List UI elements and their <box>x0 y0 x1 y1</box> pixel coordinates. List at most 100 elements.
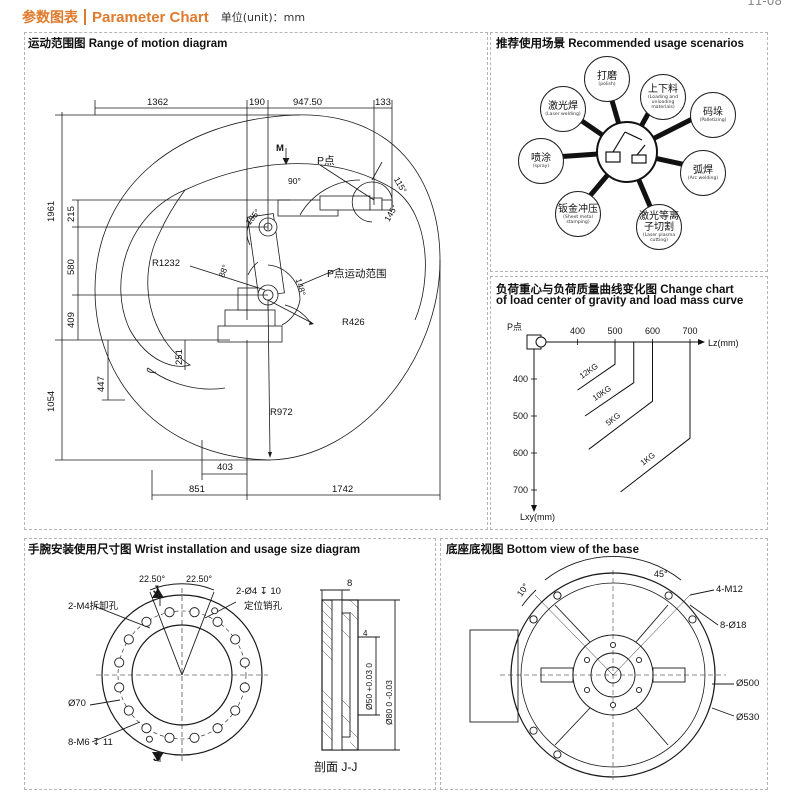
base-bolt-hole <box>529 726 538 735</box>
x-tick-label: 500 <box>607 326 622 336</box>
y-tick-label: 600 <box>513 448 528 458</box>
scenario-arc-welding: 弧焊(Arc welding) <box>680 150 726 196</box>
wrist-bolt-hole <box>189 607 200 618</box>
dim-190: 190 <box>249 97 265 108</box>
load-x-axis-label: Lz(mm) <box>708 338 739 348</box>
dim-947-50: 947.50 <box>293 97 323 108</box>
robot-hub <box>596 121 658 183</box>
wrist-d70-label: Ø70 <box>68 698 86 709</box>
wrist-bolt-hole <box>141 616 152 627</box>
wrist-outer-circle <box>101 594 263 756</box>
wrist-bolt-hole <box>123 634 134 645</box>
wrist-panel <box>24 538 436 790</box>
section-dim-4: 4 <box>363 629 368 638</box>
load-title-1: 负荷重心与负荷质量曲线变化图 Change chart <box>496 284 734 296</box>
wrist-bolt-hole <box>189 732 200 743</box>
base-d500-label: Ø500 <box>736 678 760 689</box>
label-p-point: P点 <box>317 155 335 167</box>
wrist-pin-hole <box>145 735 153 743</box>
series-line-12KG <box>577 342 616 391</box>
label-p-range: P点运动范围 <box>327 268 387 280</box>
wrist-bolt-hole <box>114 657 125 668</box>
base-m12-label: 4-M12 <box>716 584 743 595</box>
inner-envelope <box>120 189 191 367</box>
dim-403: 403 <box>217 462 233 473</box>
x-tick-label: 600 <box>645 326 660 336</box>
wrist-bolt-hole <box>212 616 223 627</box>
wrist-bolt-hole <box>123 705 134 716</box>
load-p-label: P点 <box>507 322 523 332</box>
base-inner-hole <box>583 686 591 694</box>
y-axis-arrow <box>531 505 537 512</box>
x-tick-label: 400 <box>570 326 585 336</box>
series-line-1KG <box>620 342 691 493</box>
base-inner-hole <box>635 686 643 694</box>
wrist-bolt-hole <box>230 634 241 645</box>
base-bolt-hole <box>553 591 562 600</box>
load-y-axis-label: Lxy(mm) <box>520 512 555 522</box>
base-inner-hole <box>583 656 591 664</box>
x-tick-label: 700 <box>682 326 697 336</box>
wrist-j-top: J <box>153 584 160 596</box>
wrist-bolt-hole <box>239 682 250 693</box>
wrist-bolt-hole <box>141 723 152 734</box>
wrist-angle-2: 22.50° <box>186 574 213 584</box>
wrist-m6-label: 8-M6 ↧ 11 <box>68 737 113 748</box>
wrist-pin-hole <box>211 607 219 615</box>
y-tick-label: 400 <box>513 374 528 384</box>
label-90: 90° <box>288 176 301 186</box>
title-cn: 参数图表 <box>22 9 78 25</box>
scenario-loading: 上下料(Loading and unloading materials) <box>640 74 686 120</box>
wrist-bolt-hole <box>212 723 223 734</box>
wrist-bolt-hole <box>230 705 241 716</box>
series-line-5KG <box>588 342 653 450</box>
base-bolt-hole <box>529 615 538 624</box>
scenario-polish: 打磨(polish) <box>584 56 630 102</box>
dim-133: 133 <box>375 97 391 108</box>
scenario-laser-cutting: 激光等离子切割(Laser plasma cutting) <box>636 204 682 250</box>
base-bolt-hole <box>664 591 673 600</box>
base-d18-label: 8-Ø18 <box>720 620 747 631</box>
load-title-2: of load center of gravity and load mass … <box>496 295 744 307</box>
base-panel <box>440 538 768 790</box>
base-bolt-hole <box>688 615 697 624</box>
dim-1742: 1742 <box>332 484 354 495</box>
base-d530-label: Ø530 <box>736 712 760 723</box>
base-title: 底座底视图 Bottom view of the base <box>446 544 639 556</box>
dim-851: 851 <box>189 484 205 495</box>
wrist-angle-1: 22.50° <box>139 574 166 584</box>
title-divider <box>84 9 86 25</box>
load-panel <box>490 276 768 530</box>
base-inner-hole <box>635 656 643 664</box>
y-tick-label: 500 <box>513 411 528 421</box>
wrist-bolt-hole <box>114 682 125 693</box>
wrist-j-bottom: J <box>153 752 160 764</box>
wrist-pin-label-2: 定位销孔 <box>244 601 283 612</box>
base-inner-hole <box>609 641 617 649</box>
base-bolt-hole <box>553 750 562 759</box>
wrist-bolt-hole <box>164 607 175 618</box>
dim-1362: 1362 <box>147 97 169 108</box>
scenario-palletizing: 码垛(Palletizing) <box>690 92 736 138</box>
y-tick-label: 700 <box>513 485 528 495</box>
base-side-block <box>469 629 519 723</box>
motion-panel <box>24 32 488 530</box>
section-dim-8: 8 <box>347 578 353 589</box>
scenario-laser-welding: 激光焊(Laser welding) <box>540 86 586 132</box>
label-r426: R426 <box>342 317 365 328</box>
base-angle-45: 45° <box>654 569 668 579</box>
x-axis-arrow <box>698 339 705 345</box>
page-number: 11-08 <box>747 0 782 8</box>
base-inner-hole <box>609 701 617 709</box>
series-line-10KG <box>584 342 635 417</box>
wrist-bolt-hole <box>164 732 175 743</box>
title-en: Parameter Chart <box>92 8 209 26</box>
label-r1232: R1232 <box>152 258 180 269</box>
wrist-pin-label: 2-Ø4 ↧ 10 <box>236 586 281 597</box>
scenario-panel <box>490 32 768 272</box>
section-label: 剖面 J-J <box>314 760 358 774</box>
